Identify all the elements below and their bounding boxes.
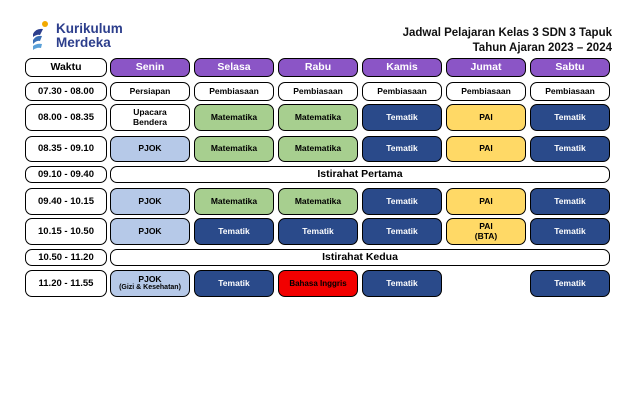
time-slot: 10.50 - 11.20 (25, 249, 107, 266)
subject-cell: PJOK (110, 188, 190, 215)
subject-cell: Tematik (362, 136, 442, 162)
header-selasa: Selasa (194, 58, 274, 77)
subject-cell: Tematik (278, 218, 358, 245)
subject-cell: Pembiasaan (194, 82, 274, 101)
subject-line: PJOK (138, 273, 162, 284)
logo-mark-icon (33, 21, 48, 50)
subject-cell: PAI (446, 188, 526, 215)
subject-cell: Matematika (278, 188, 358, 215)
subject-cell: Matematika (194, 104, 274, 131)
subject-cell: Pembiasaan (278, 82, 358, 101)
subject-cell: PAI (446, 136, 526, 162)
time-slot: 08.35 - 09.10 (25, 136, 107, 162)
time-slot: 11.20 - 11.55 (25, 270, 107, 297)
subject-line: (BTA) (474, 230, 498, 241)
subject-cell: Tematik (362, 270, 442, 297)
kurikulum-merdeka-logo: Kurikulum Merdeka (30, 20, 150, 54)
subject-cell: Pembiasaan (530, 82, 610, 101)
title-line-1: Jadwal Pelajaran Kelas 3 SDN 3 Tapuk (402, 27, 612, 39)
header-sabtu: Sabtu (530, 58, 610, 77)
subject-cell: Tematik (530, 218, 610, 245)
time-slot: 10.15 - 10.50 (25, 218, 107, 245)
subject-cell: Tematik (194, 218, 274, 245)
header-senin: Senin (110, 58, 190, 77)
time-slot: 08.00 - 08.35 (25, 104, 107, 131)
subject-cell: Tematik (530, 104, 610, 131)
title-line-2: Tahun Ajaran 2023 – 2024 (472, 41, 612, 54)
subject-line: Bendera (132, 116, 167, 127)
subject-cell: Tematik (362, 104, 442, 131)
subject-line: PAI (479, 221, 493, 231)
logo-line-2: Merdeka (56, 35, 111, 50)
subject-cell: PJOK (110, 136, 190, 162)
subject-line: Upacara (133, 107, 167, 117)
time-slot: 07.30 - 08.00 (25, 82, 107, 101)
subject-cell: Matematika (278, 136, 358, 162)
logo-line-1: Kurikulum (56, 21, 123, 36)
subject-cell: Tematik (530, 188, 610, 215)
subject-cell: Tematik (530, 270, 610, 297)
header-jumat: Jumat (446, 58, 526, 77)
subject-cell: Tematik (194, 270, 274, 297)
header-rabu: Rabu (278, 58, 358, 77)
header-waktu: Waktu (25, 58, 107, 77)
subject-cell: Matematika (278, 104, 358, 131)
subject-cell: PAI(BTA) (446, 218, 526, 245)
subject-cell: PJOK (110, 218, 190, 245)
subject-cell: Matematika (194, 188, 274, 215)
subject-cell: Pembiasaan (446, 82, 526, 101)
subject-cell: Pembiasaan (362, 82, 442, 101)
time-slot: 09.40 - 10.15 (25, 188, 107, 215)
subject-cell: Tematik (362, 218, 442, 245)
schedule-title: Jadwal Pelajaran Kelas 3 SDN 3 Tapuk Tah… (403, 26, 612, 55)
break-row: Istirahat Kedua (110, 249, 610, 266)
subject-line: (Gizi & Kesehatan) (119, 284, 181, 292)
subject-cell: Persiapan (110, 82, 190, 101)
subject-cell: PJOK(Gizi & Kesehatan) (110, 270, 190, 297)
subject-cell: Bahasa Inggris (278, 270, 358, 297)
time-slot: 09.10 - 09.40 (25, 166, 107, 183)
logo-text: Kurikulum Merdeka (56, 22, 123, 50)
subject-cell: Tematik (362, 188, 442, 215)
subject-cell: Matematika (194, 136, 274, 162)
subject-cell: PAI (446, 104, 526, 131)
break-row: Istirahat Pertama (110, 166, 610, 183)
header-kamis: Kamis (362, 58, 442, 77)
subject-cell: Tematik (530, 136, 610, 162)
